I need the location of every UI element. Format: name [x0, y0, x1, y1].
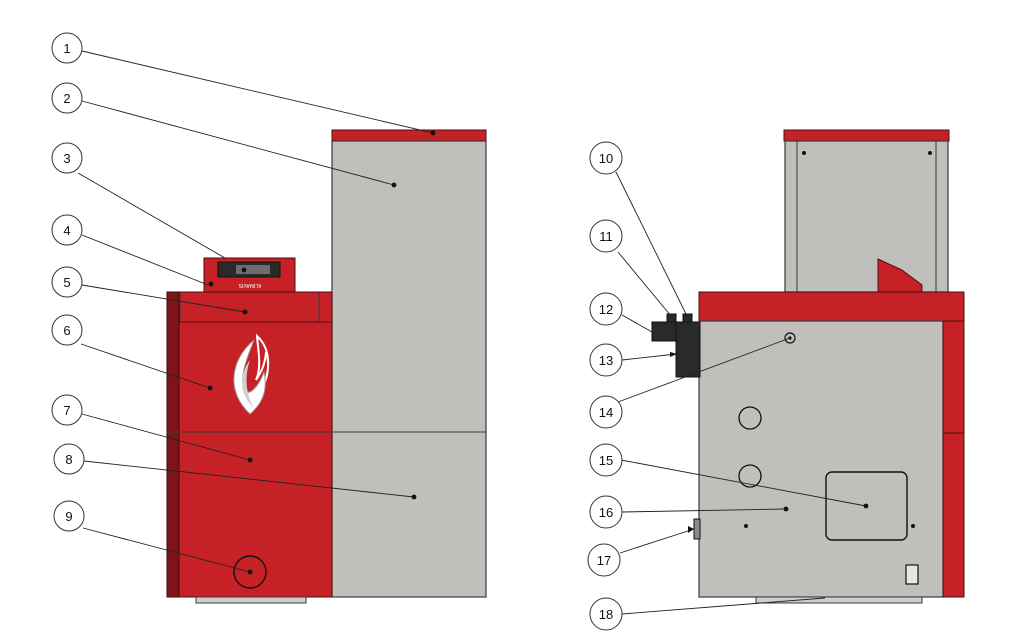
callout-16-number: 16 [599, 505, 613, 520]
callout-4-number: 4 [63, 223, 70, 238]
pipe-connector-13 [675, 321, 701, 378]
callout-14: 14 [589, 395, 623, 429]
side-top-trim [698, 291, 965, 322]
callout-16: 16 [589, 495, 623, 529]
callout-12: 12 [589, 292, 623, 326]
callout-13: 13 [589, 343, 623, 377]
callout-17: 17 [587, 543, 621, 577]
callout-15-number: 15 [599, 453, 613, 468]
flame-logo-icon [233, 333, 270, 415]
fitting-10 [682, 313, 693, 323]
controller-screen [236, 265, 270, 274]
side-base [755, 596, 923, 604]
callout-11-number: 11 [599, 229, 613, 244]
callout-7: 7 [51, 394, 83, 426]
hopper-body [331, 140, 487, 598]
callout-9: 9 [53, 500, 85, 532]
fitting-11 [666, 313, 677, 323]
callout-4: 4 [51, 214, 83, 246]
callout-18: 18 [589, 597, 623, 631]
side-hopper-lid [783, 129, 950, 142]
side-front-edge-lower [942, 432, 965, 598]
front-view: KLIMAVIS [166, 129, 487, 604]
callout-7-number: 7 [63, 403, 70, 418]
pipe-port-upper [738, 406, 762, 430]
callout-10-number: 10 [599, 151, 613, 166]
hopper-lid [331, 129, 487, 142]
callout-5: 5 [51, 266, 83, 298]
callout-10: 10 [589, 141, 623, 175]
side-hopper-body [784, 140, 949, 293]
callout-17-number: 17 [597, 553, 611, 568]
callout-3-number: 3 [63, 151, 70, 166]
callout-2: 2 [51, 82, 83, 114]
side-front-edge [942, 320, 965, 434]
callout-5-number: 5 [63, 275, 70, 290]
callout-14-number: 14 [599, 405, 613, 420]
side-view [651, 129, 965, 604]
callout-1: 1 [51, 32, 83, 64]
boiler-top-trim [166, 291, 333, 323]
callout-6-number: 6 [63, 323, 70, 338]
boiler-left-side [166, 291, 180, 598]
switch-box [905, 564, 919, 585]
pipe-connector-12 [651, 321, 679, 342]
callout-3: 3 [51, 142, 83, 174]
side-drain-valve [693, 518, 701, 540]
callout-11: 11 [589, 219, 623, 253]
callout-8-number: 8 [65, 452, 72, 467]
callouts: 1 2 3 4 5 6 7 8 9 10 11 12 13 14 15 16 1… [51, 32, 869, 631]
boiler-upper-door [166, 321, 333, 433]
side-body [698, 320, 944, 598]
boiler-base [195, 596, 307, 604]
controller-plate-text: KLIMAVIS [238, 282, 261, 288]
hopper-chute [877, 258, 923, 293]
callout-2-number: 2 [63, 91, 70, 106]
callout-15: 15 [589, 443, 623, 477]
callout-9-number: 9 [65, 509, 72, 524]
callout-6: 6 [51, 314, 83, 346]
callout-1-number: 1 [63, 41, 70, 56]
callout-8: 8 [53, 443, 85, 475]
callout-13-number: 13 [599, 353, 613, 368]
callout-12-number: 12 [599, 302, 613, 317]
callout-18-number: 18 [599, 607, 613, 622]
pipe-port-lower [738, 464, 762, 488]
